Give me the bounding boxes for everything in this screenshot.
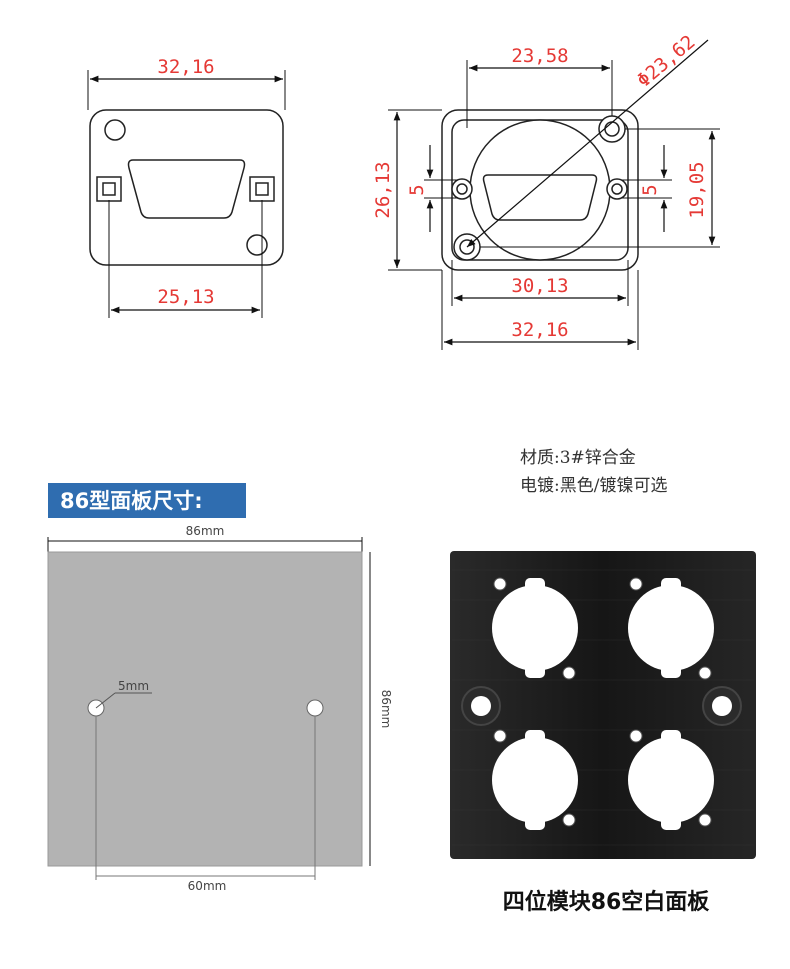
corner-hole-top-inner <box>604 121 620 137</box>
hole-size-label: 5mm <box>118 679 149 693</box>
left-mount-hole-bottom <box>246 234 268 256</box>
material-line: 材质:3#锌合金 <box>520 448 636 468</box>
right-height-label: 19,05 <box>686 161 708 218</box>
left-mount-hole-top <box>104 119 126 141</box>
panel-spec: 86型面板尺寸: 86mm 86mm 5mm 60mm <box>47 483 393 893</box>
panel-hole-right <box>306 699 324 717</box>
hole-spacing-label: 60mm <box>188 879 227 893</box>
small-right-label: 5 <box>639 184 661 195</box>
right-top-width-label: 23,58 <box>511 45 568 67</box>
left-top-width-label: 32,16 <box>157 56 214 78</box>
center-mount-left-hole <box>471 696 491 716</box>
panel-height-label: 86mm <box>379 690 393 729</box>
module-cutout-bottom-right <box>628 729 714 830</box>
four-module-panel <box>450 551 756 859</box>
left-hole-spacing-label: 25,13 <box>157 286 214 308</box>
center-mount-right-hole <box>712 696 732 716</box>
material-notes: 材质:3#锌合金 电镀:黑色/镀镍可选 <box>520 448 667 496</box>
module-cutout-top-left <box>492 577 578 680</box>
diameter-leader <box>466 39 709 248</box>
right-drawing: Φ23,62 23,58 26,13 5 5 19,05 30,13 <box>372 31 720 350</box>
inner-width-label: 30,13 <box>511 275 568 297</box>
db9-cutout <box>127 159 246 219</box>
right-left-height-label: 26,13 <box>372 161 394 218</box>
spec-banner <box>48 483 246 518</box>
diameter-label: Φ23,62 <box>633 31 700 92</box>
inner-db-shape <box>482 174 598 221</box>
left-square-hole-inner <box>102 182 116 196</box>
spec-banner-title: 86型面板尺寸: <box>60 489 203 513</box>
right-square-hole-inner <box>255 182 269 196</box>
small-left-label: 5 <box>406 184 428 195</box>
module-cutout-top-right <box>628 577 714 680</box>
side-hole-right <box>611 183 623 195</box>
plating-line: 电镀:黑色/镀镍可选 <box>520 476 667 496</box>
left-drawing: 32,16 25,13 <box>87 56 286 318</box>
outer-width-label: 32,16 <box>511 319 568 341</box>
panel-width-label: 86mm <box>186 524 225 538</box>
module-cutout-bottom-left <box>492 729 578 830</box>
product-caption: 四位模块86空白面板 <box>503 889 711 915</box>
side-hole-left <box>456 183 468 195</box>
